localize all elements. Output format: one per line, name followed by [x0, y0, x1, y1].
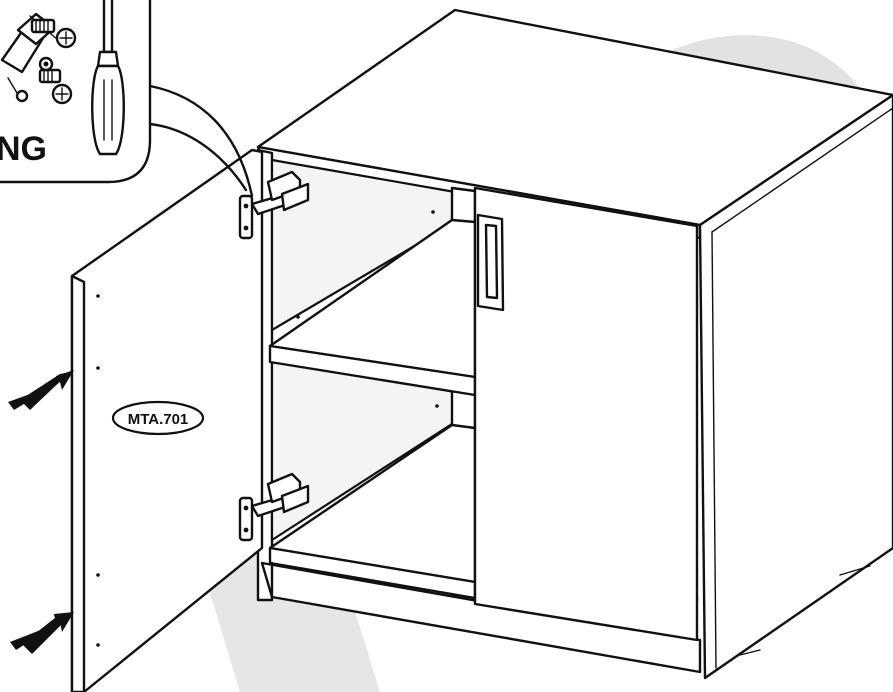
door-label-text: MTA.701 [128, 411, 189, 428]
screw-icon [30, 18, 77, 49]
detail-callout: NG [0, 0, 152, 184]
screwdriver-icon [91, 0, 125, 156]
detail-callout-text: NG [0, 130, 47, 168]
arrow-icon-lower [10, 612, 74, 654]
cabinet [256, 8, 893, 680]
hinge-icon-top [238, 170, 310, 240]
callout-lines [148, 84, 254, 198]
screw-icon-2 [38, 68, 73, 105]
door-label: MTA.701 [111, 400, 205, 436]
hinge-icon-bottom [238, 472, 310, 542]
arrow-icon-upper [8, 370, 74, 410]
left-door: MTA.701 [70, 148, 264, 692]
